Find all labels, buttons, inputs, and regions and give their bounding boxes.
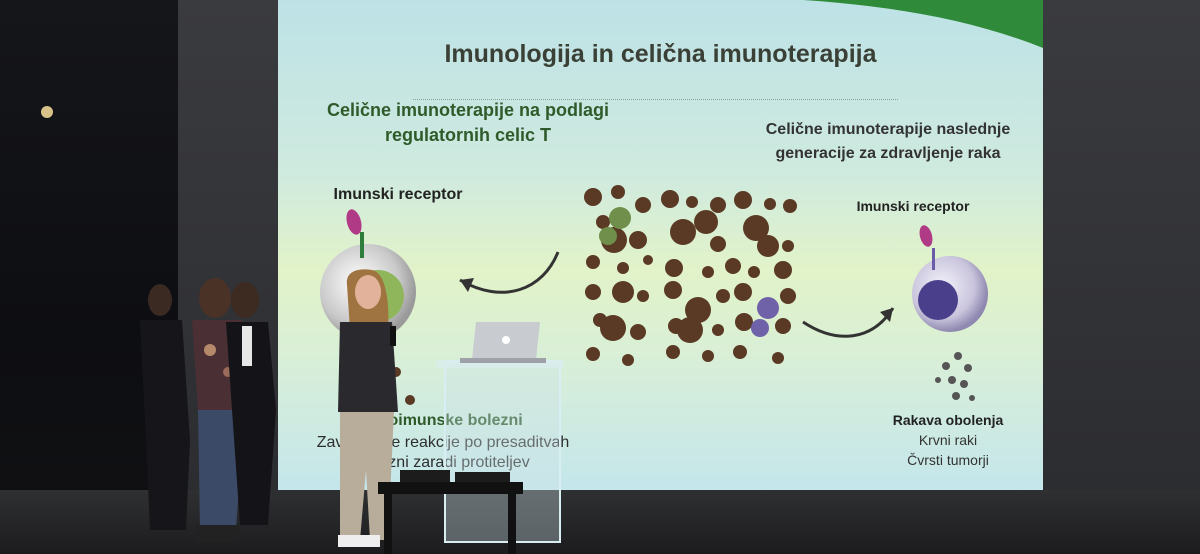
right-heading: Celične imunoterapije naslednje generaci… [748,118,1028,166]
right-bottom-title: Rakava obolenja [892,412,1004,428]
cluster-purple-cells [751,297,779,337]
left-heading-line1: Celične imunoterapije na podlagi [326,100,610,120]
laptop [460,322,546,363]
ceiling-light-icon [41,106,53,118]
left-bottom-line2: Bolezni zaradi protiteljev [356,454,530,471]
right-receptor-label: Imunski receptor [856,198,970,214]
person-left-dark [140,284,190,530]
right-heading-line1: Celične imunoterapije naslednje [765,121,1011,138]
microphone-icon [390,326,396,346]
person-black-blazer [226,282,276,525]
right-small-dots [935,352,975,401]
cell-cluster [584,185,797,366]
title-divider [413,99,898,100]
presenter [338,269,398,547]
left-bottom-title: Avtoimunske bolezni [363,412,523,429]
left-heading: Celične imunoterapije na podlagi regulat… [308,98,628,148]
left-arrow [459,251,560,294]
right-bottom-line1: Krvni raki [918,432,978,448]
left-receptor-label: Imunski receptor [333,186,463,203]
right-heading-line2: generacije za zdravljenje raka [775,145,1001,162]
left-heading-line2: regulatornih celic T [384,125,552,145]
slide-title: Imunologija in celična imunoterapija [444,40,877,68]
right-bottom-line2: Čvrsti tumorji [907,452,989,468]
podium [436,360,564,543]
cluster-green-cells [599,207,631,245]
apple-logo-icon [502,336,510,344]
slide-swoosh-decoration [803,0,1043,48]
side-table [378,470,523,554]
right-t-cell [912,225,988,332]
